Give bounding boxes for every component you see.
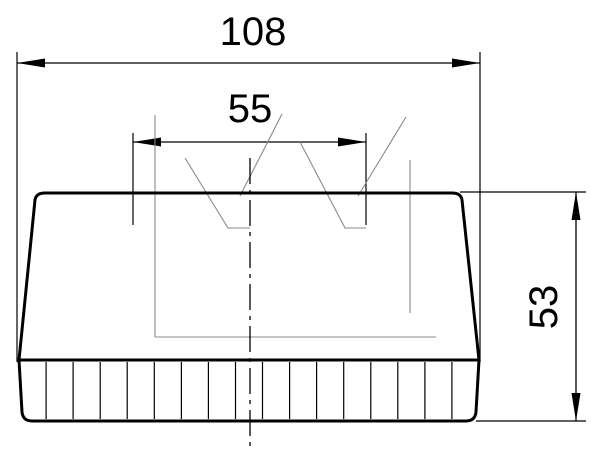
construction-diagonal-right <box>357 116 407 197</box>
construction-diagonal-left <box>239 113 283 197</box>
inner-spacing-label: 55 <box>228 87 273 131</box>
arrowhead-right <box>338 137 366 147</box>
arrowhead-left <box>17 58 45 68</box>
body-upper-outline <box>17 191 481 362</box>
overall-width-label: 108 <box>220 10 287 54</box>
body-base-outline <box>17 358 481 423</box>
height-dimension: 53 <box>460 191 586 422</box>
construction-notch-left <box>184 157 250 229</box>
arrowhead-left <box>133 137 161 147</box>
base-ribs <box>45 362 453 419</box>
construction-lines <box>154 113 436 338</box>
arrowhead-right <box>452 58 480 68</box>
overall-width-dimension: 108 <box>16 10 481 362</box>
height-label: 53 <box>522 285 566 330</box>
arrowhead-bottom <box>571 393 581 421</box>
inner-spacing-dimension: 55 <box>132 87 367 225</box>
arrowhead-top <box>571 192 581 220</box>
construction-notch-right <box>299 141 366 229</box>
